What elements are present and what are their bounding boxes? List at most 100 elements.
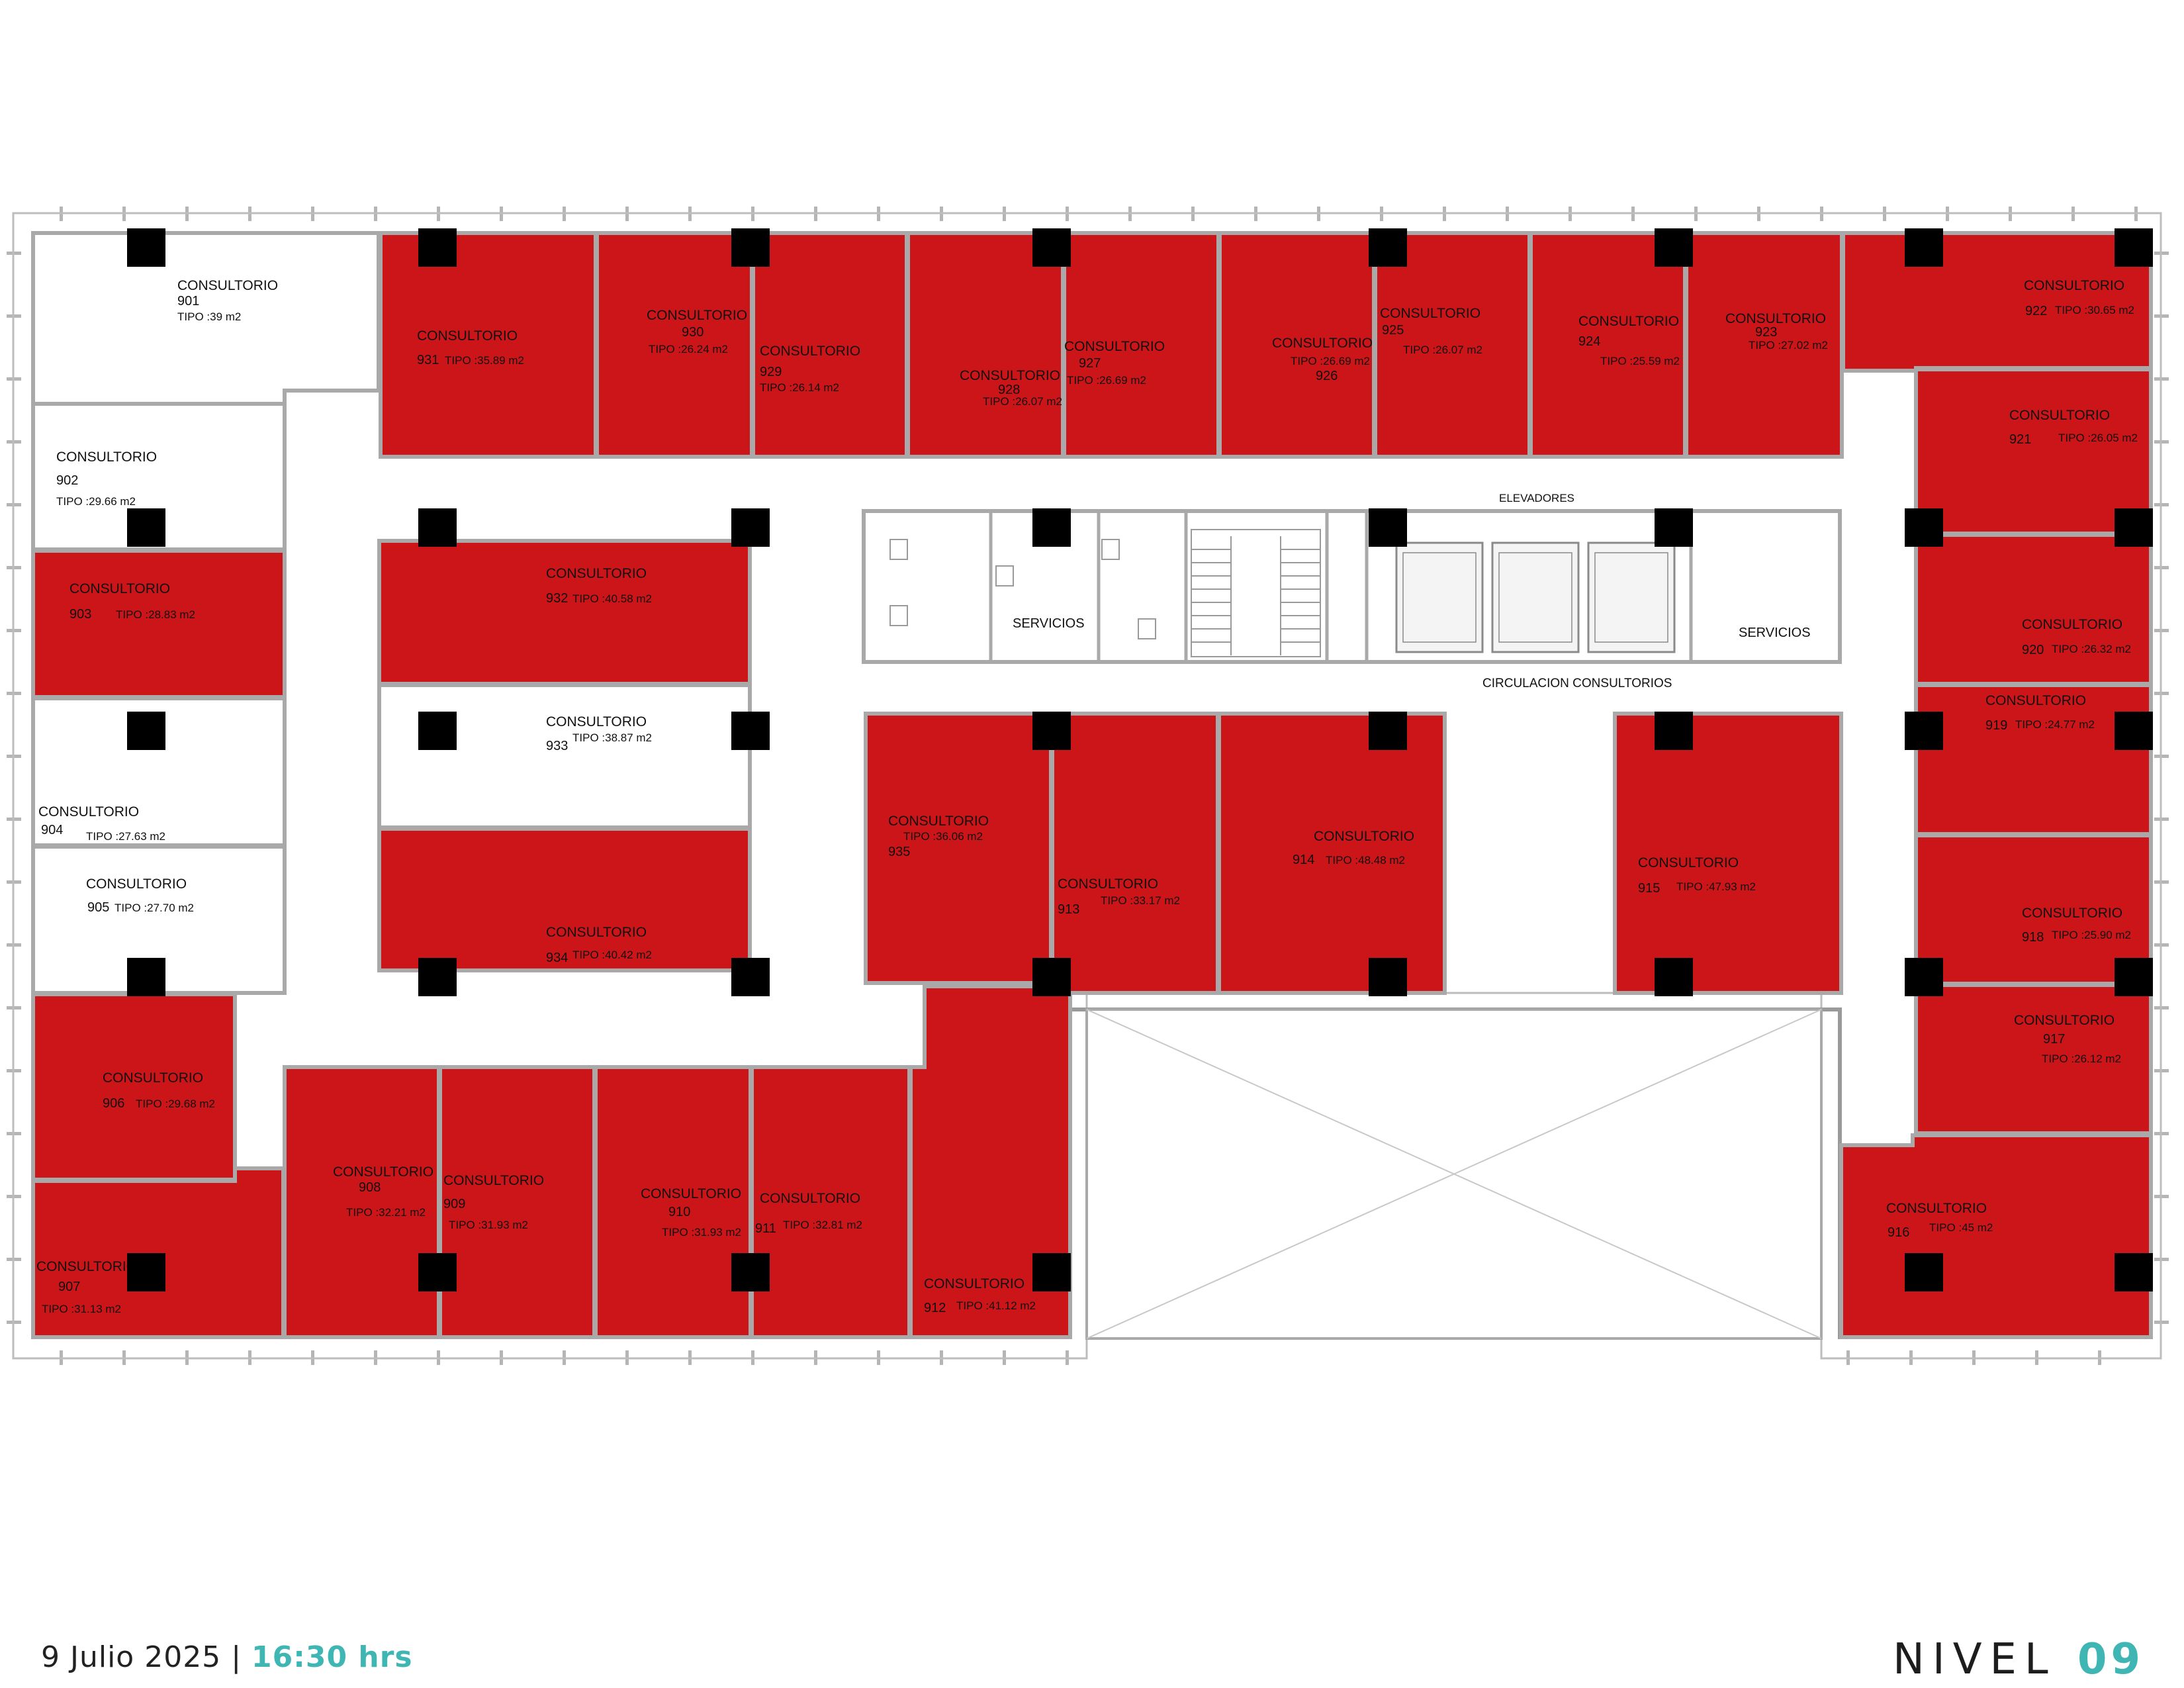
unit-926[interactable]: CONSULTORIO 926 TIPO :26.69 m2 [1218, 231, 1376, 459]
unit-931[interactable]: CONSULTORIO 931 TIPO :35.89 m2 [379, 231, 598, 459]
unit-911[interactable]: CONSULTORIO 911 TIPO :32.81 m2 [750, 1065, 911, 1339]
unit-label: CONSULTORIO [924, 1276, 1024, 1291]
unit-number: 911 [755, 1221, 776, 1236]
unit-number: 931 [417, 353, 439, 367]
unit-shape [1050, 712, 1220, 995]
unit-number: 903 [69, 607, 91, 622]
unit-label: CONSULTORIO [760, 344, 860, 359]
unit-935[interactable]: CONSULTORIO 935 TIPO :36.06 m2 [864, 712, 1053, 985]
unit-shape [377, 683, 752, 829]
unit-number: 910 [668, 1205, 690, 1219]
unit-area: TIPO :35.89 m2 [445, 354, 524, 367]
unit-924[interactable]: CONSULTORIO 924 TIPO :25.59 m2 [1529, 231, 1687, 459]
unit-914[interactable]: CONSULTORIO 914 TIPO :48.48 m2 [1217, 712, 1447, 995]
unit-907[interactable]: CONSULTORIO 907 TIPO :31.13 m2 [31, 1166, 285, 1339]
unit-area: TIPO :31.93 m2 [662, 1226, 741, 1239]
unit-area: TIPO :38.87 m2 [572, 731, 652, 744]
unit-923[interactable]: CONSULTORIO 923 TIPO :27.02 m2 [1684, 231, 1844, 459]
unit-area: TIPO :26.69 m2 [1291, 355, 1370, 367]
building-core: SERVICIOS SERVICIOS ELEVADORES CIRCULACI… [862, 492, 1842, 690]
unit-label: CONSULTORIO [1272, 336, 1373, 351]
unit-number: 934 [546, 951, 568, 965]
unit-909[interactable]: CONSULTORIO 909 TIPO :31.93 m2 [438, 1065, 596, 1339]
unit-916[interactable]: CONSULTORIO 916 TIPO :45 m2 [1839, 1133, 2153, 1339]
unit-label: CONSULTORIO [177, 278, 278, 293]
unit-915[interactable]: CONSULTORIO 915 TIPO :47.93 m2 [1613, 712, 1843, 995]
unit-932[interactable]: CONSULTORIO 932 TIPO :40.58 m2 [377, 539, 752, 686]
unit-906[interactable]: CONSULTORIO 906 TIPO :29.68 m2 [31, 992, 237, 1182]
unit-920[interactable]: CONSULTORIO 920 TIPO :26.32 m2 [1914, 533, 2153, 686]
unit-area: TIPO :33.17 m2 [1101, 894, 1180, 907]
unit-label: CONSULTORIO [103, 1070, 203, 1086]
unit-label: CONSULTORIO [760, 1191, 860, 1206]
unit-934[interactable]: CONSULTORIO 934 TIPO :40.42 m2 [377, 827, 752, 972]
unit-label: CONSULTORIO [1380, 306, 1480, 321]
unit-number: 901 [177, 294, 199, 308]
unit-shape [31, 549, 287, 699]
unit-933[interactable]: CONSULTORIO 933 TIPO :38.87 m2 [377, 683, 752, 829]
structural-columns [127, 228, 2153, 1291]
unit-912[interactable]: CONSULTORIO 912 TIPO :41.12 m2 [909, 984, 1072, 1339]
unit-908[interactable]: CONSULTORIO 908 TIPO :32.21 m2 [283, 1065, 441, 1339]
unit-shape [379, 231, 598, 459]
unit-shape [377, 827, 752, 972]
unit-area: TIPO :48.48 m2 [1326, 854, 1405, 867]
unit-number: 933 [546, 739, 568, 753]
unit-927[interactable]: CONSULTORIO 927 TIPO :26.69 m2 [1062, 231, 1220, 459]
unit-903[interactable]: CONSULTORIO 903 TIPO :28.83 m2 [31, 549, 287, 699]
unit-913[interactable]: CONSULTORIO 913 TIPO :33.17 m2 [1050, 712, 1220, 995]
unit-shape [1841, 231, 2153, 373]
unit-number: 920 [2022, 643, 2044, 657]
unit-area: TIPO :26.24 m2 [649, 343, 728, 355]
unit-902[interactable]: CONSULTORIO 902 TIPO :29.66 m2 [31, 402, 287, 551]
unit-number: 918 [2022, 930, 2044, 945]
unit-label: CONSULTORIO [1985, 693, 2086, 708]
unit-area: TIPO :31.13 m2 [42, 1303, 121, 1315]
unit-905[interactable]: CONSULTORIO 905 TIPO :27.70 m2 [31, 845, 287, 995]
unit-shape [594, 1065, 752, 1339]
unit-number: 924 [1578, 334, 1600, 349]
unit-area: TIPO :47.93 m2 [1676, 880, 1756, 893]
unit-area: TIPO :25.59 m2 [1600, 355, 1680, 367]
unit-label: CONSULTORIO [2014, 1013, 2115, 1028]
unit-shape [31, 992, 237, 1182]
unit-label: CONSULTORIO [417, 328, 518, 344]
unit-shape [31, 845, 287, 995]
unit-925[interactable]: CONSULTORIO 925 TIPO :26.07 m2 [1373, 231, 1531, 459]
unit-shape [1217, 712, 1447, 995]
unit-label: CONSULTORIO [546, 714, 647, 729]
unit-917[interactable]: CONSULTORIO 917 TIPO :26.12 m2 [1914, 983, 2153, 1135]
unit-label: CONSULTORIO [38, 804, 139, 820]
unit-label: CONSULTORIO [1064, 339, 1165, 354]
level-number: 09 [2077, 1635, 2144, 1684]
stairs [1191, 529, 1321, 657]
unit-919[interactable]: CONSULTORIO 919 TIPO :24.77 m2 [1914, 683, 2153, 836]
unit-label: CONSULTORIO [546, 925, 647, 940]
unit-number: 923 [1755, 325, 1777, 340]
unit-929[interactable]: CONSULTORIO 929 TIPO :26.14 m2 [751, 231, 909, 459]
unit-area: TIPO :30.65 m2 [2055, 304, 2134, 316]
unit-922[interactable]: CONSULTORIO 922 TIPO :30.65 m2 [1841, 231, 2153, 373]
circulacion-label: CIRCULACION CONSULTORIOS [1482, 677, 1672, 690]
unit-area: TIPO :26.14 m2 [760, 381, 839, 394]
unit-number: 912 [924, 1301, 946, 1315]
unit-label: CONSULTORIO [2009, 408, 2110, 423]
unit-930[interactable]: CONSULTORIO 930 TIPO :26.24 m2 [595, 231, 754, 459]
unit-number: 922 [2025, 304, 2047, 318]
unit-number: 930 [682, 325, 704, 340]
unit-area: TIPO :28.83 m2 [116, 608, 195, 621]
unit-number: 917 [2043, 1032, 2065, 1047]
unit-904[interactable]: CONSULTORIO 904 TIPO :27.63 m2 [31, 696, 287, 847]
date-separator: | [231, 1640, 242, 1674]
unit-area: TIPO :26.07 m2 [1403, 344, 1482, 356]
unit-number: 928 [998, 383, 1020, 397]
unit-number: 902 [56, 473, 78, 488]
date-text: 9 Julio 2025 [41, 1640, 222, 1674]
unit-number: 927 [1079, 356, 1101, 371]
unit-shape [377, 539, 752, 686]
unit-number: 904 [41, 823, 63, 837]
unit-910[interactable]: CONSULTORIO 910 TIPO :31.93 m2 [594, 1065, 752, 1339]
unit-label: CONSULTORIO [443, 1173, 544, 1188]
level-word: NIVEL [1892, 1635, 2056, 1684]
